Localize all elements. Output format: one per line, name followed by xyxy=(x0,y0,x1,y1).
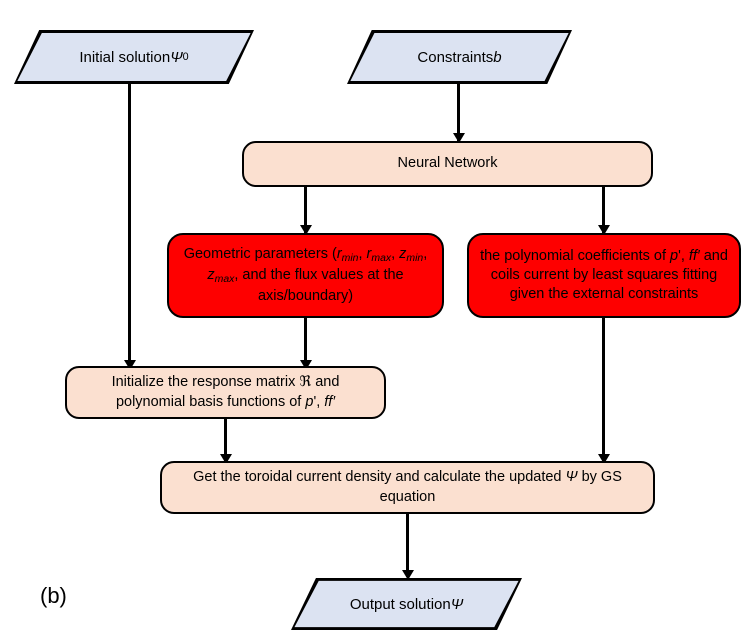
edge-polynomial-to-toroidal xyxy=(602,318,605,461)
edge-constraints-to-nn-arrowhead xyxy=(452,133,465,143)
constraints-label: Constraints b xyxy=(417,48,502,66)
edge-initial-to-initialize-arrowhead xyxy=(123,360,136,370)
edge-nn-to-geometric-arrowhead xyxy=(299,225,312,235)
node-get-toroidal-current[interactable]: Get the toroidal current density and cal… xyxy=(160,461,655,514)
geometric-parameters-label: Geometric parameters (rmin, rmax, zmin, … xyxy=(183,246,428,304)
edge-polynomial-to-toroidal-arrowhead xyxy=(597,454,610,464)
figure-caption: (b) xyxy=(40,583,67,608)
output-solution-label: Output solution Ψ xyxy=(349,595,464,613)
edge-nn-to-polynomial xyxy=(602,187,605,235)
edge-constraints-to-nn xyxy=(457,84,460,141)
node-neural-network[interactable]: Neural Network xyxy=(242,141,653,187)
node-output-solution[interactable]: Output solution Ψ xyxy=(291,578,522,630)
node-polynomial-coefficients[interactable]: the polynomial coefficients of p', ff′ a… xyxy=(467,233,741,318)
polynomial-coefficients-label: the polynomial coefficients of p', ff′ a… xyxy=(480,247,728,303)
output-solution-fill xyxy=(294,580,519,628)
initial-solution-fill xyxy=(17,32,251,82)
edge-geometric-to-initialize-arrowhead xyxy=(299,360,312,370)
get-toroidal-current-label: Get the toroidal current density and cal… xyxy=(193,469,622,505)
edge-nn-to-polynomial-arrowhead xyxy=(597,225,610,235)
node-geometric-parameters[interactable]: Geometric parameters (rmin, rmax, zmin, … xyxy=(167,233,444,318)
edge-toroidal-to-output-arrowhead xyxy=(401,570,414,580)
node-initialize-response-matrix[interactable]: Initialize the response matrix ℜ and pol… xyxy=(65,366,386,419)
edge-initialize-to-toroidal-arrowhead xyxy=(219,454,232,464)
edge-nn-to-geometric xyxy=(304,187,307,235)
edge-initialize-to-toroidal xyxy=(224,419,227,461)
edge-initial-to-initialize xyxy=(128,84,131,367)
edge-geometric-to-initialize xyxy=(304,318,307,367)
node-constraints[interactable]: Constraints b xyxy=(347,30,572,84)
edge-toroidal-to-output xyxy=(406,514,409,577)
neural-network-label: Neural Network xyxy=(397,155,498,172)
initialize-response-matrix-label: Initialize the response matrix ℜ and pol… xyxy=(111,374,340,410)
constraints-fill xyxy=(350,32,569,82)
